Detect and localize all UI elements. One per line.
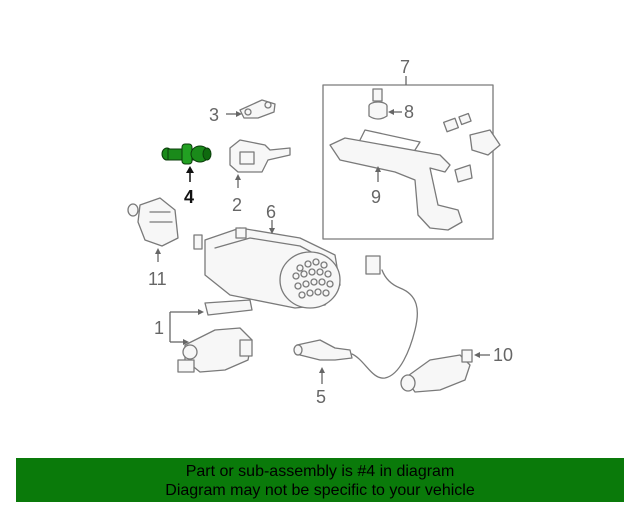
part-3-sensor[interactable] [226, 99, 276, 119]
callout-11: 11 [148, 269, 167, 289]
callout-2: 2 [232, 195, 242, 215]
callout-7: 7 [400, 57, 410, 77]
part-10-sensor[interactable] [400, 349, 490, 393]
callout-3: 3 [209, 105, 219, 125]
callout-8: 8 [404, 102, 414, 122]
part-9-bracket[interactable] [329, 112, 501, 231]
part-1-valve-assembly[interactable] [169, 299, 253, 373]
callout-1: 1 [154, 318, 164, 338]
callout-9: 9 [371, 187, 381, 207]
part-4-valve-highlighted[interactable] [161, 143, 212, 182]
part-5-o2-sensor[interactable] [293, 255, 418, 384]
callout-5: 5 [316, 387, 326, 407]
callout-10: 10 [493, 345, 513, 365]
part-7-bracket-box [322, 76, 494, 240]
part-2-solenoid[interactable] [229, 139, 291, 188]
part-11-cap[interactable] [127, 197, 179, 262]
part-6-canister[interactable] [193, 220, 341, 309]
parts-diagram: 7 8 3 4 2 9 6 11 1 10 5 [127, 57, 513, 407]
banner-line-2: Diagram may not be specific to your vehi… [165, 482, 475, 499]
info-banner: Part or sub-assembly is #4 in diagram Di… [16, 458, 624, 502]
callout-4: 4 [184, 187, 194, 207]
callout-6: 6 [266, 202, 276, 222]
part-8-cap[interactable] [368, 88, 402, 120]
banner-line-1: Part or sub-assembly is #4 in diagram [185, 463, 455, 480]
